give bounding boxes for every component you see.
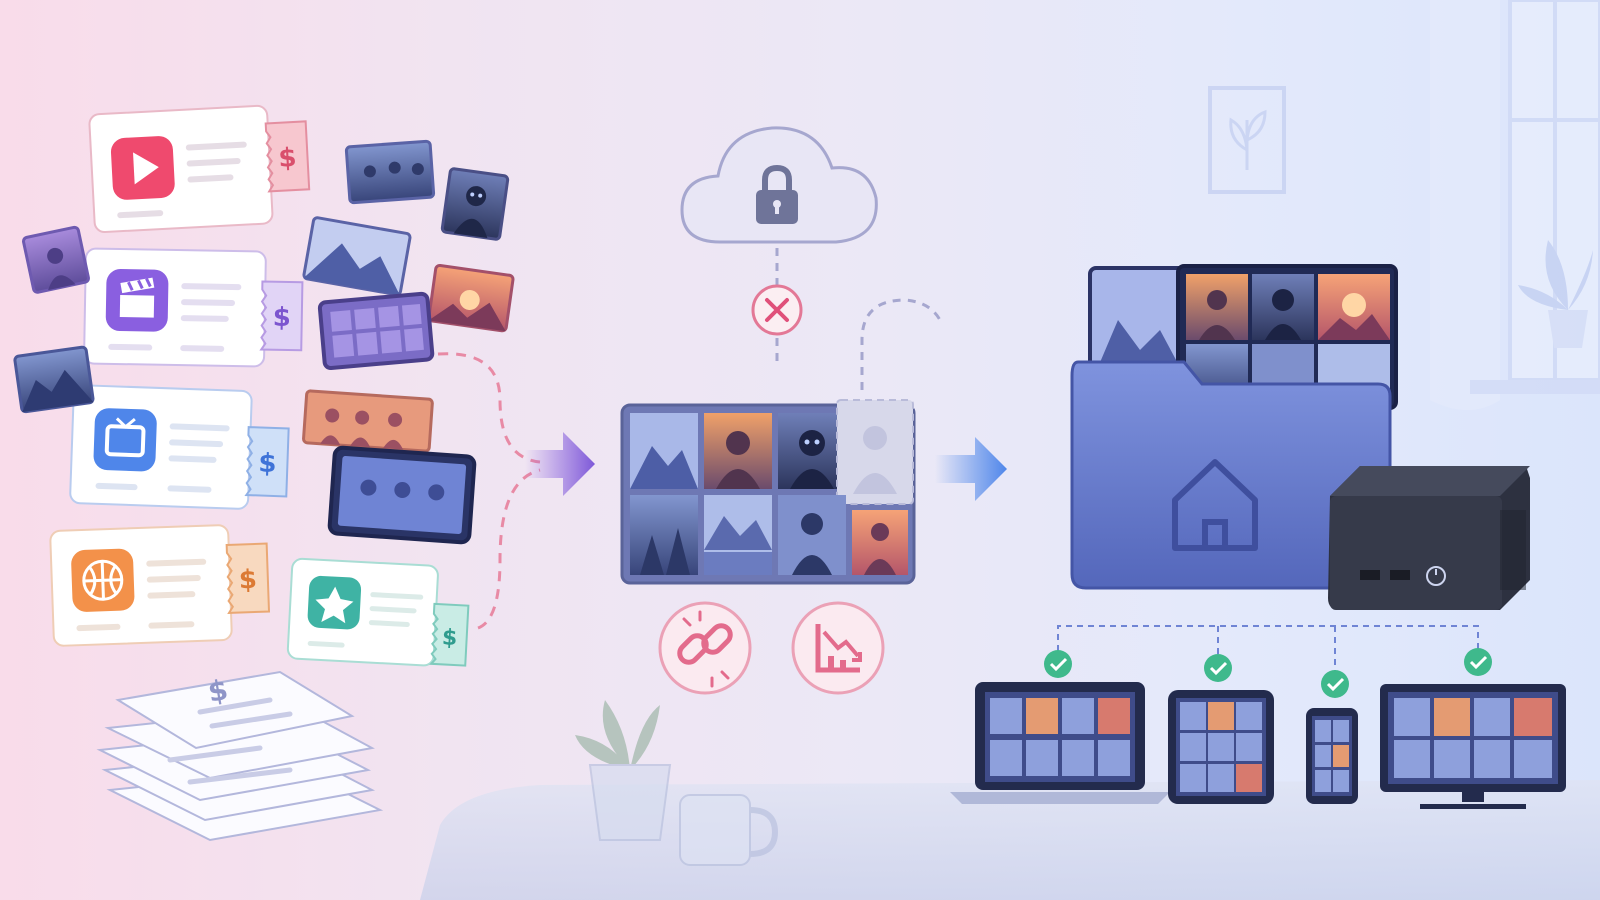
device-connectors — [1057, 625, 1479, 680]
escape-connector — [860, 298, 942, 390]
curtain — [1430, 0, 1500, 410]
grid-tile-person — [704, 413, 772, 489]
background-room — [1208, 0, 1600, 410]
grid-tile-sunset-figure — [852, 510, 908, 575]
x-mark-icon — [751, 284, 803, 336]
grid-tile-forest — [630, 495, 698, 575]
price-tag-label: $ — [238, 565, 257, 596]
frame-plant-icon — [1229, 109, 1267, 170]
device-tablet — [1168, 690, 1274, 804]
media-grid — [620, 399, 916, 585]
thumbnail — [344, 139, 436, 205]
thumbnail-sunset — [427, 264, 515, 333]
scattered-thumbnails — [13, 139, 515, 545]
tv-icon — [93, 408, 157, 472]
device-phone — [1306, 708, 1358, 804]
home-folder-icon — [1070, 264, 1398, 590]
potted-plant-icon — [575, 700, 672, 841]
window-plant-icon — [1518, 240, 1593, 348]
device-laptop — [950, 682, 1170, 804]
price-tag: $ — [259, 280, 304, 352]
tablet-thumbnail — [327, 445, 477, 545]
grid-tile-figure — [778, 495, 846, 575]
arrow-to-grid — [525, 432, 595, 496]
subscription-card-5: $ — [286, 557, 470, 667]
thumbnail-robot — [440, 167, 510, 241]
shelf — [1470, 380, 1600, 394]
grid-tile-faded — [836, 399, 914, 505]
arrow-to-library — [935, 437, 1007, 501]
price-tag: $ — [429, 602, 470, 667]
receipt-stack-icon: $ — [96, 670, 384, 842]
price-tag-label: $ — [272, 303, 291, 333]
dashed-connectors — [437, 352, 541, 630]
subscription-card-3: $ — [69, 384, 290, 510]
check-marks — [1044, 648, 1492, 698]
wall-frame — [1208, 86, 1286, 194]
thumbnail-grid — [317, 291, 435, 370]
declining-chart-icon — [791, 601, 885, 695]
thumbnail-people — [302, 389, 434, 453]
grid-tile-robot — [778, 413, 846, 489]
grid-tile-lake — [704, 495, 772, 575]
locked-cloud-icon — [680, 126, 878, 244]
price-tag-label: $ — [278, 143, 298, 174]
broken-link-icon — [658, 601, 752, 695]
check-icon — [1321, 670, 1349, 698]
check-icon — [1044, 650, 1072, 678]
price-tag: $ — [264, 120, 311, 193]
price-tag-label: $ — [258, 448, 277, 479]
price-tag: $ — [244, 426, 290, 498]
thumbnail-mountain — [302, 216, 412, 297]
subscription-card-2: $ — [83, 247, 304, 368]
check-icon — [1204, 654, 1232, 682]
check-icon — [1464, 648, 1492, 676]
mini-pc-icon — [1328, 466, 1530, 610]
thumbnail — [22, 225, 90, 294]
subscription-card-1: $ — [88, 104, 311, 234]
mug-icon — [679, 794, 779, 866]
grid-tile-mountain — [630, 413, 698, 489]
price-tag-label: $ — [441, 625, 458, 651]
subscription-cards: $ $ — [49, 104, 470, 667]
price-tag: $ — [225, 542, 271, 614]
thumbnail — [13, 345, 95, 414]
subscription-card-4: $ — [49, 524, 271, 647]
device-tv — [1380, 684, 1566, 809]
